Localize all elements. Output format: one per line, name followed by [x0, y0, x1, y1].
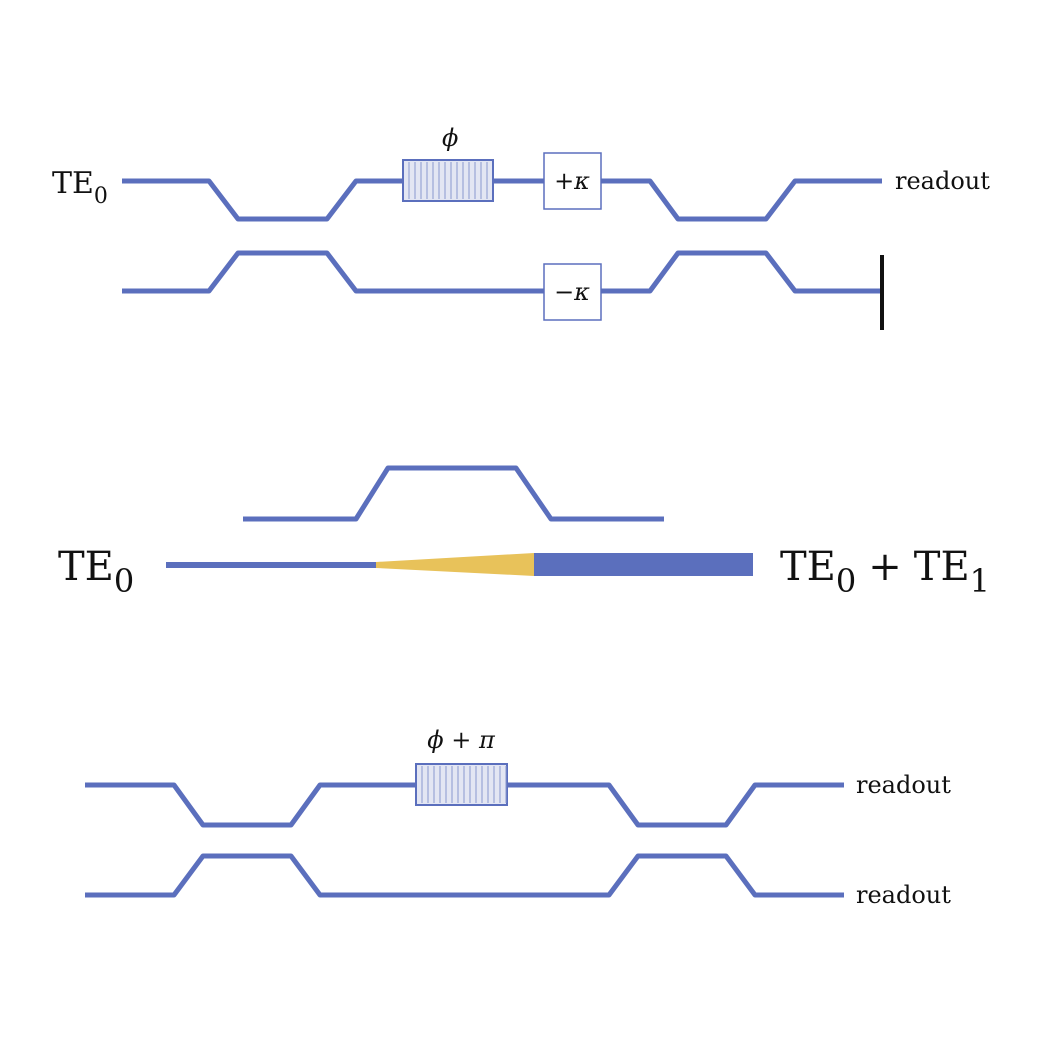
top-readout-label: readout [895, 167, 990, 195]
bottom-phase-label: ϕ + π [427, 726, 496, 754]
top-input-label: TE0 [52, 166, 108, 209]
top-upper-waveguide [122, 178, 403, 222]
bottom-readout-label-bottom: readout [856, 881, 951, 909]
bottom-readout-label-top: readout [856, 771, 951, 799]
bottom-circuit: ϕ + π readout readout [85, 726, 951, 909]
top-lower-waveguide-out [601, 250, 882, 294]
coupler-minus-label: −κ [554, 278, 590, 306]
top-circuit: TE0 ϕ +κ readout −κ [52, 124, 990, 330]
bottom-phase-shifter [415, 763, 508, 806]
converter-output-label: TE0+TE1 [780, 544, 990, 600]
bottom-lower-waveguide [85, 853, 844, 898]
top-coupler-minus: −κ [543, 263, 602, 321]
converter-output-waveguide [534, 553, 753, 576]
top-upper-waveguide-out [601, 178, 882, 222]
converter-input-label: TE0 [58, 544, 134, 600]
coupler-plus-label: +κ [554, 167, 590, 195]
converter-taper [376, 553, 534, 576]
top-phase-shifter [402, 159, 494, 202]
bottom-upper-waveguide-out [507, 782, 844, 828]
top-phase-label: ϕ [442, 124, 458, 152]
top-coupler-plus: +κ [543, 152, 602, 210]
mode-converter: TE0 TE0+TE1 [58, 465, 990, 600]
top-lower-waveguide [122, 250, 544, 294]
converter-upper-waveguide [243, 465, 664, 522]
bottom-upper-waveguide [85, 782, 416, 828]
